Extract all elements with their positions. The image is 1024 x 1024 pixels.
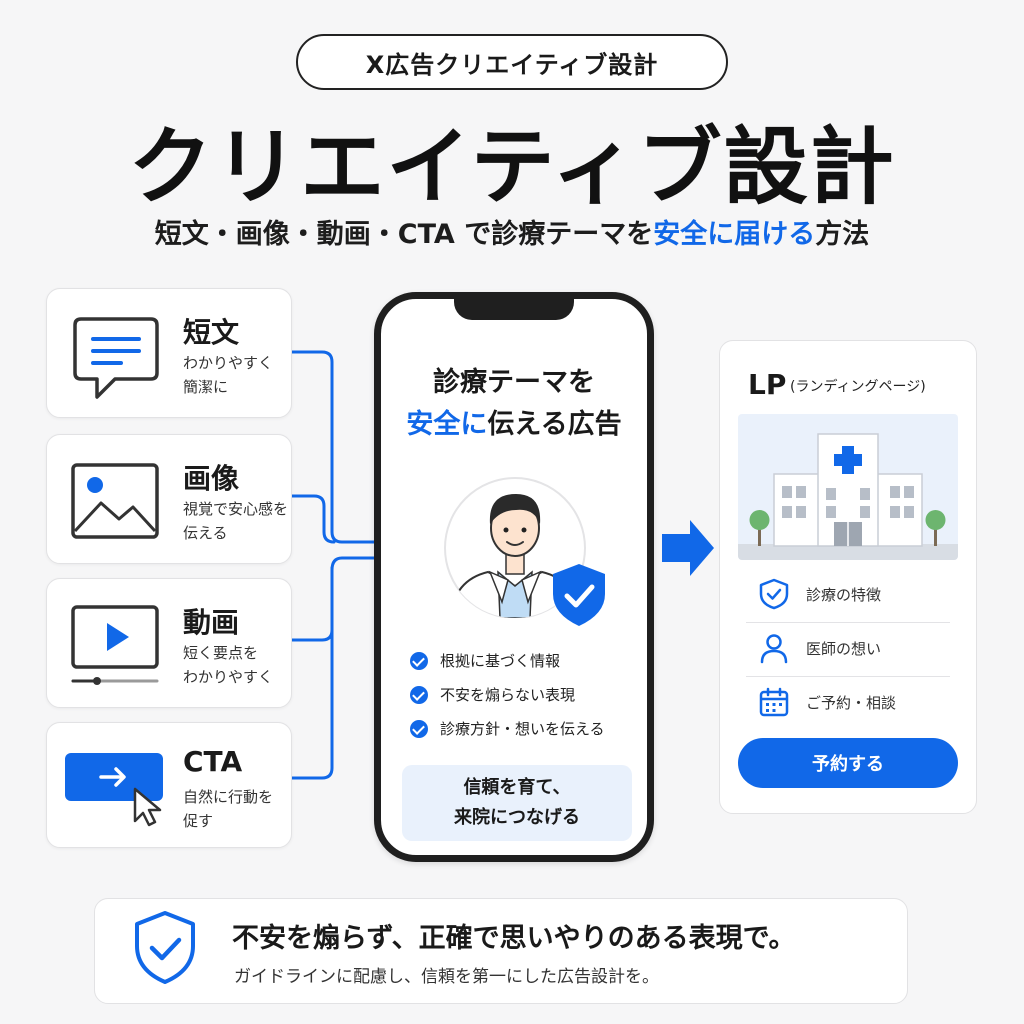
card-desc-line: わかりやすく: [183, 668, 274, 686]
check-item: 診療方針・想いを伝える: [410, 718, 605, 739]
phone-headline-1: 診療テーマを: [433, 367, 595, 398]
trust-line: 来院につなげる: [454, 807, 580, 828]
check-item-label: 不安を煽らない表現: [440, 686, 576, 704]
card-title: CTA: [183, 745, 243, 778]
phone-notch: [454, 292, 574, 320]
check-item-label: 根拠に基づく情報: [440, 652, 561, 670]
video-icon: [69, 601, 163, 695]
doctor-avatar-icon: [430, 468, 600, 619]
lp-row-doctor: 医師の想い: [746, 622, 950, 674]
page-title: クリエイティブ設計: [128, 118, 896, 216]
trust-line: 信頼を育て、: [463, 777, 571, 798]
card-desc-line: 視覚で安心感を: [183, 500, 289, 518]
calendar-icon: [759, 687, 789, 717]
check-icon: [410, 651, 428, 670]
card-desc: わかりやすく 簡潔に: [183, 351, 293, 399]
connector-cta: [290, 566, 334, 780]
connector-image: [290, 494, 336, 544]
divider: [746, 622, 950, 623]
subtitle-post: 方法: [815, 219, 870, 250]
hospital-building-icon: [738, 414, 958, 560]
lp-row-reservation: ご予約・相談: [746, 676, 950, 728]
banner-subline: ガイドラインに配慮し、信頼を第一にした広告設計を。: [234, 967, 659, 987]
reserve-button[interactable]: 予約する: [738, 738, 958, 788]
card-desc-line: 短く要点を: [183, 644, 259, 662]
shield-check-icon: [553, 564, 605, 626]
shield-check-icon: [135, 911, 195, 984]
check-item-label: 診療方針・想いを伝える: [440, 720, 605, 738]
card-desc: 短く要点を わかりやすく: [183, 641, 293, 689]
card-desc-line: 簡潔に: [183, 378, 229, 396]
bottom-banner: [94, 898, 908, 1004]
lp-row-features: 診療の特徴: [746, 568, 950, 620]
card-desc-line: 伝える: [183, 524, 228, 542]
check-icon: [410, 685, 428, 704]
cta-button-icon: [63, 737, 173, 831]
card-desc-line: わかりやすく: [183, 354, 274, 372]
card-desc: 視覚で安心感を 伝える: [183, 497, 293, 545]
divider: [746, 676, 950, 677]
person-icon: [760, 634, 788, 664]
check-icon: [410, 719, 428, 738]
speech-bubble-icon: [69, 311, 163, 405]
phone-headline-2: 安全に伝える広告: [381, 402, 647, 441]
check-item: 根拠に基づく情報: [410, 650, 560, 671]
card-desc-line: 促す: [183, 812, 214, 830]
card-desc: 自然に行動を 促す: [183, 785, 293, 833]
card-title: 短文: [183, 316, 240, 349]
connector-video: [290, 556, 378, 642]
shield-check-icon: [759, 578, 789, 610]
phone-headline-rest: 伝える広告: [487, 409, 622, 440]
card-image: 画像 視覚で安心感を 伝える: [46, 434, 292, 564]
phone-headline-highlight: 安全に: [406, 409, 488, 440]
trust-message-box: 信頼を育て、 来院につなげる: [402, 765, 632, 841]
banner-headline: 不安を煽らず、正確で思いやりのある表現で。: [232, 923, 796, 954]
check-item: 不安を煽らない表現: [410, 684, 575, 705]
card-title: 動画: [183, 606, 240, 639]
card-cta: CTA 自然に行動を 促す: [46, 722, 292, 848]
page-subtitle: 短文・画像・動画・CTA で診療テーマを安全に届ける方法: [0, 212, 1024, 251]
arrow-to-lp-icon: [662, 520, 714, 576]
card-video: 動画 短く要点を わかりやすく: [46, 578, 292, 708]
subtitle-pre: 短文・画像・動画・CTA で診療テーマを: [154, 219, 654, 250]
category-pill-label: X広告クリエイティブ設計: [365, 50, 659, 79]
lp-title-sub: (ランディングページ): [790, 379, 926, 395]
card-desc-line: 自然に行動を: [183, 788, 274, 806]
category-pill: X広告クリエイティブ設計: [296, 34, 728, 90]
lp-title: LP: [748, 368, 787, 401]
card-title: 画像: [183, 462, 240, 495]
subtitle-highlight: 安全に届ける: [653, 219, 816, 250]
lp-row-label: ご予約・相談: [806, 693, 897, 712]
connector-short-text: [290, 350, 378, 544]
lp-row-label: 診療の特徴: [806, 585, 882, 604]
image-icon: [69, 457, 163, 551]
card-short-text: 短文 わかりやすく 簡潔に: [46, 288, 292, 418]
lp-row-label: 医師の想い: [806, 639, 882, 658]
